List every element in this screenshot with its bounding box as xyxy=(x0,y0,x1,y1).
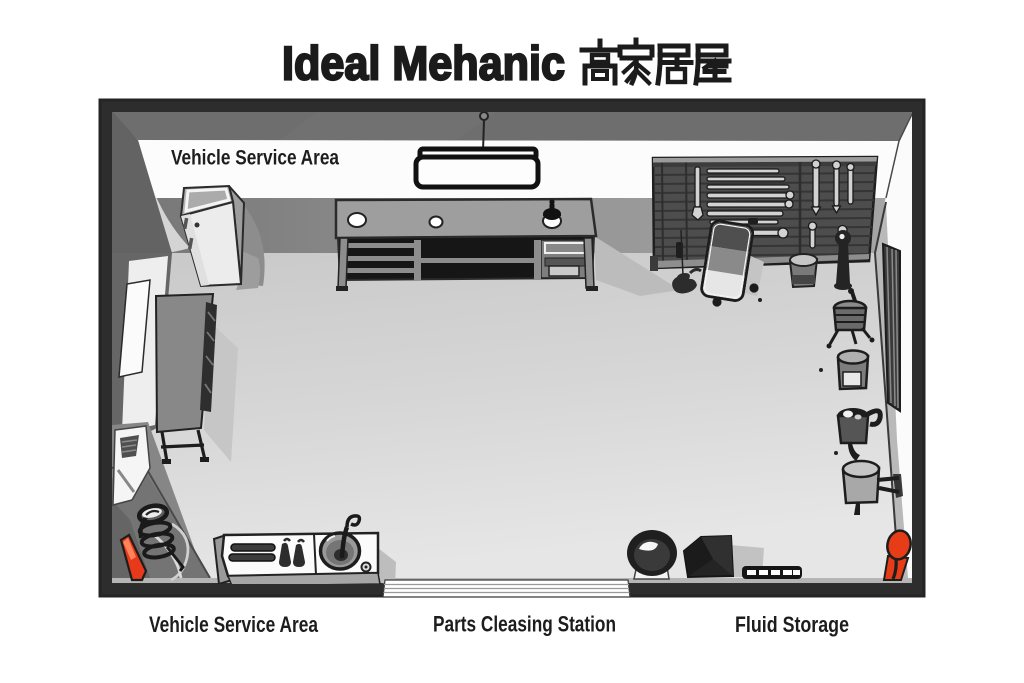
svg-text:Parts Cleasing Station: Parts Cleasing Station xyxy=(433,612,616,637)
svg-text:Ideal Mehanic: Ideal Mehanic xyxy=(282,37,565,90)
svg-text:Vehicle Service Area: Vehicle Service Area xyxy=(171,146,340,170)
svg-text:Vehicle Service Area: Vehicle Service Area xyxy=(149,612,319,637)
svg-text:Fluid Storage: Fluid Storage xyxy=(735,612,849,637)
